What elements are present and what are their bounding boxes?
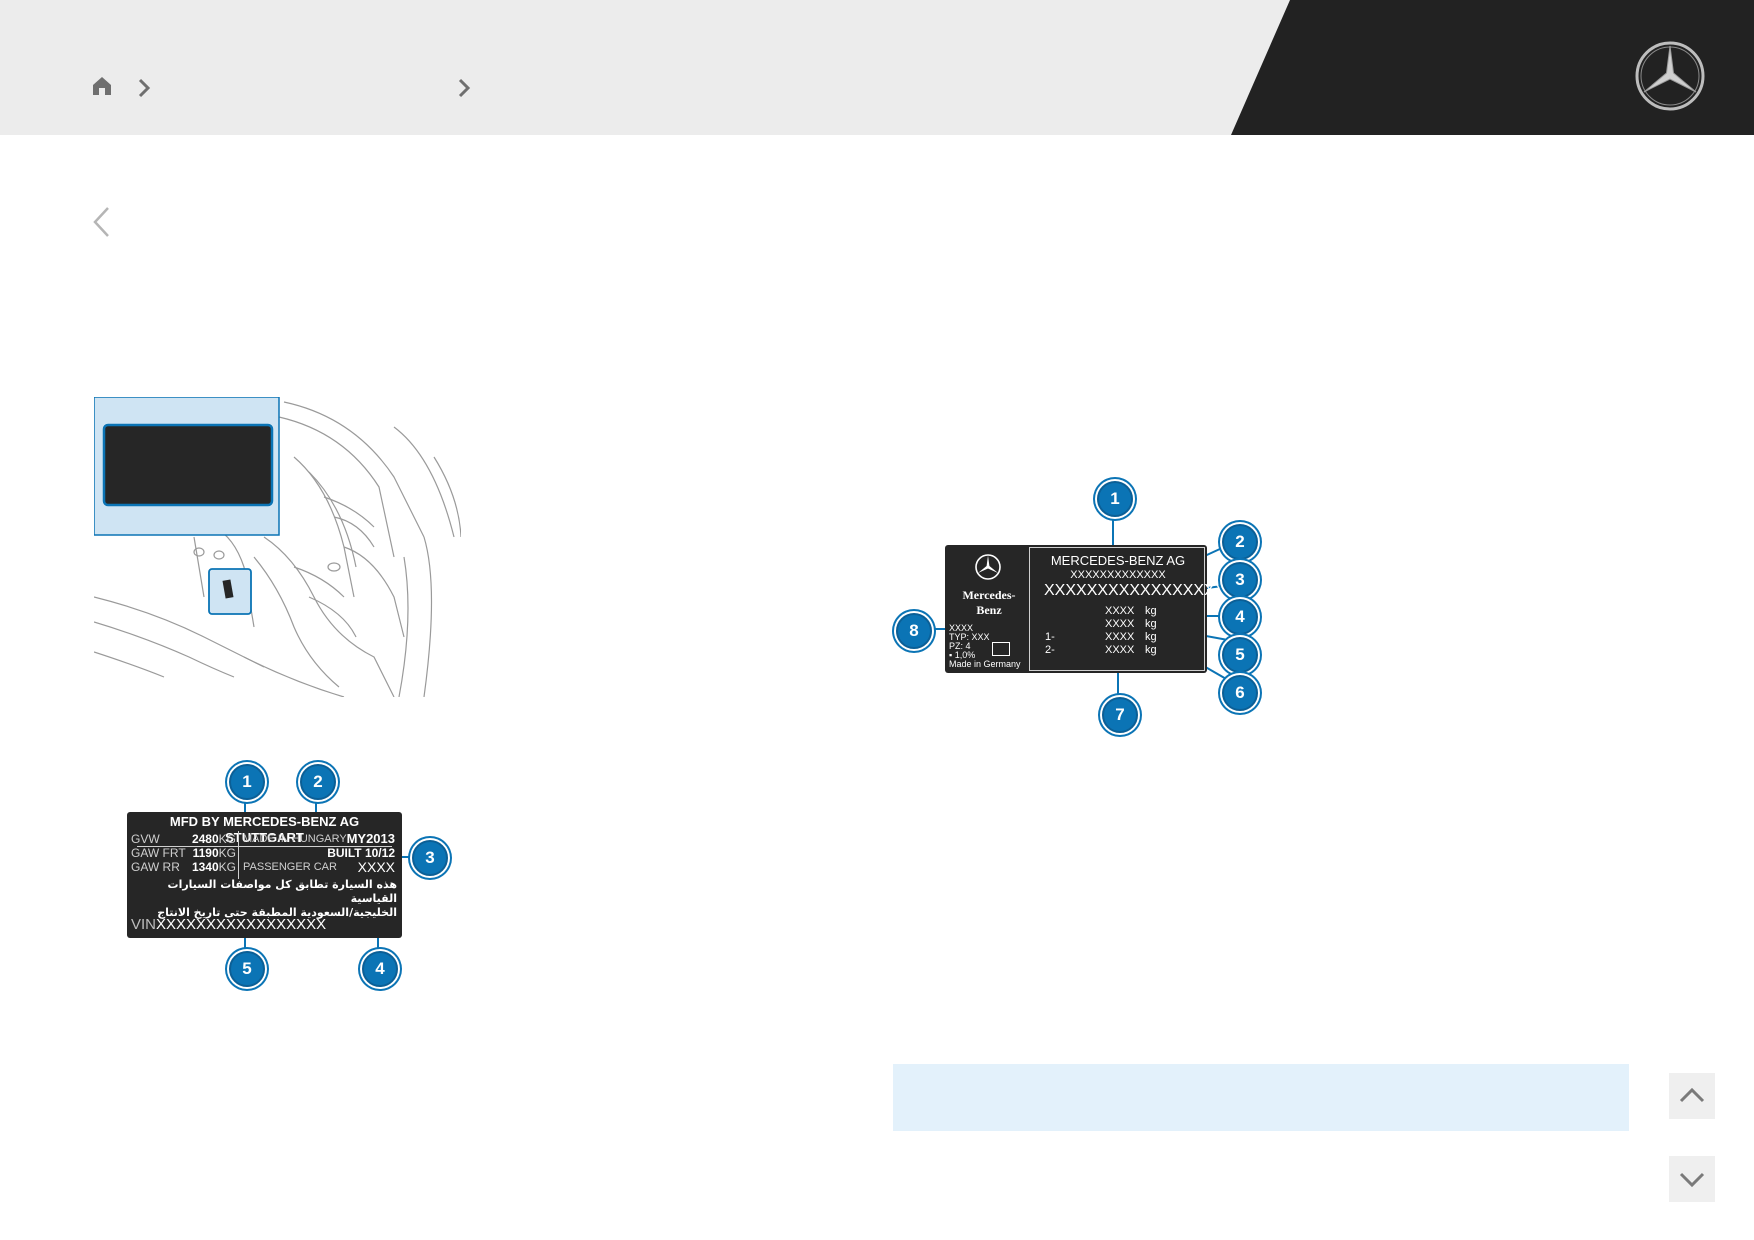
- weight-unit: kg: [1145, 605, 1157, 617]
- callout-4: 4: [362, 951, 398, 987]
- built-date: BUILT 10/12: [327, 846, 395, 860]
- weight-unit: kg: [1145, 644, 1157, 656]
- mercedes-star-icon[interactable]: [1634, 40, 1706, 112]
- weight-value: XXXX: [1105, 644, 1135, 656]
- gvw-unit: KG: [218, 832, 236, 846]
- weight-unit: kg: [1145, 618, 1157, 630]
- header-dark-panel: [1231, 0, 1754, 135]
- callout-8: 8: [896, 613, 932, 649]
- pz-code: PZ: 4: [949, 641, 971, 651]
- callout-7: 7: [1102, 697, 1138, 733]
- chevron-right-icon: [138, 78, 151, 98]
- callout-3: 3: [412, 840, 448, 876]
- arabic-line-2: الخليجية/السعودية المطبقة حتى تاريخ الان…: [157, 906, 397, 919]
- gaw-rr-unit: KG: [218, 860, 236, 874]
- gvw-label: GVW: [131, 832, 160, 846]
- gcc-vehicle-plate: MFD BY MERCEDES-BENZ AG STUTTGART GVW GA…: [127, 812, 402, 938]
- weight-unit: kg: [1145, 631, 1157, 643]
- mercedes-star-icon: [975, 554, 1001, 580]
- co2-icon: ▪: [949, 650, 953, 660]
- side-code: XXXX: [949, 623, 974, 633]
- plate-title: MFD BY MERCEDES-BENZ AG STUTTGART: [137, 814, 392, 847]
- gaw-frt-value: 1190: [192, 846, 219, 860]
- brand-name: Mercedes-Benz: [962, 588, 1016, 617]
- callout-3: 3: [1222, 562, 1258, 598]
- weight-prefix: [1045, 605, 1105, 618]
- gaw-rr-label: GAW RR: [131, 860, 180, 874]
- scroll-up-button[interactable]: [1669, 1073, 1715, 1119]
- approval-number: XXXXXXXXXXXXX: [1070, 569, 1166, 581]
- made-in-germany: Made in Germany: [949, 659, 1021, 669]
- manufacturer: MERCEDES-BENZ AG: [1050, 553, 1186, 568]
- weight-prefix: [1045, 618, 1105, 631]
- callout-2: 2: [300, 764, 336, 800]
- weight-value: XXXX: [1105, 618, 1135, 630]
- made-in: MADE IN HUNGARY: [243, 833, 347, 845]
- arabic-line-1: هذه السيارة تطابق كل مواصفات السيارات ال…: [167, 878, 397, 905]
- gvw-value: 2480: [191, 832, 219, 846]
- chevron-down-icon: [1679, 1172, 1705, 1188]
- callout-4: 4: [1222, 599, 1258, 635]
- gaw-rr-value: 1340: [191, 860, 219, 874]
- plate-code: XXXX: [357, 859, 395, 875]
- weight-prefix: 2-: [1045, 644, 1055, 656]
- callout-1: 1: [229, 764, 265, 800]
- callout-1: 1: [1097, 481, 1133, 517]
- vin-label: VIN: [131, 916, 157, 933]
- gaw-frt-label: GAW FRT: [131, 846, 186, 860]
- weight-prefix: 1-: [1045, 631, 1055, 643]
- model-year: MY2013: [346, 831, 395, 846]
- back-icon[interactable]: [90, 205, 114, 239]
- info-box: [893, 1064, 1629, 1131]
- chevron-right-icon: [458, 78, 471, 98]
- vin-value: XXXXXXXXXXXXXXXXX: [156, 916, 327, 933]
- weight-value: XXXX: [1105, 631, 1135, 643]
- co2-value: 1,0%: [954, 650, 976, 660]
- vehicle-category: PASSENGER CAR: [243, 861, 337, 873]
- home-icon[interactable]: [90, 74, 114, 98]
- gaw-frt-unit: KG: [218, 846, 236, 860]
- vin: XXXXXXXXXXXXXXXXX: [1044, 582, 1226, 599]
- vehicle-door-illustration: [94, 397, 461, 697]
- callout-6: 6: [1222, 675, 1258, 711]
- weight-value: XXXX: [1105, 605, 1135, 617]
- typ-code: TYP: XXX: [949, 632, 990, 642]
- callout-2: 2: [1222, 524, 1258, 560]
- callout-5: 5: [1222, 637, 1258, 673]
- eu-vehicle-plate: Mercedes-Benz XXXX TYP: XXX PZ: 4 ▪ 1,0%…: [945, 545, 1225, 673]
- scroll-down-button[interactable]: [1669, 1156, 1715, 1202]
- callout-5: 5: [229, 951, 265, 987]
- chevron-up-icon: [1679, 1087, 1705, 1103]
- square-icon: [992, 642, 1010, 656]
